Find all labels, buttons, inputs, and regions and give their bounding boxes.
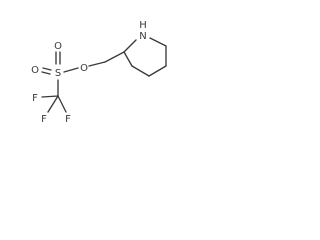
atom-label-nitrogen-h: H (139, 20, 147, 31)
atom-label-fluorine-bottom: F (65, 114, 71, 125)
bond-s-o-left-a (42, 67, 52, 71)
bond-c-f-left (41, 95, 59, 98)
atom-label-oxygen-top: O (54, 41, 62, 52)
bond-s-o-left-b (41, 71, 51, 75)
atom-label-ester-oxygen: O (80, 63, 88, 74)
atom-label-oxygen-left: O (31, 65, 39, 76)
bond-ring-c3-c2 (123, 51, 133, 67)
bond-c2-ch2 (104, 51, 125, 63)
bond-ring-n-c6 (149, 37, 167, 47)
bond-ring-c5-c4 (148, 65, 167, 77)
atom-label-fluorine-left: F (32, 93, 38, 104)
atom-label-sulfur: S (55, 68, 61, 79)
bond-ch2-o (88, 61, 106, 67)
bond-o-s (63, 67, 79, 73)
atom-label-nitrogen: N (139, 31, 146, 42)
bond-c-f-bottom-left (47, 95, 59, 113)
molecule-structure: H N O S O O F F F (31, 20, 167, 125)
bond-ring-c4-c3 (131, 65, 150, 77)
atom-label-fluorine-bottom-left: F (41, 114, 47, 125)
bond-c-f-bottom (57, 95, 67, 113)
bond-ring-c2-n (123, 39, 137, 53)
structure-canvas: H N O S O O F F F (0, 0, 192, 141)
